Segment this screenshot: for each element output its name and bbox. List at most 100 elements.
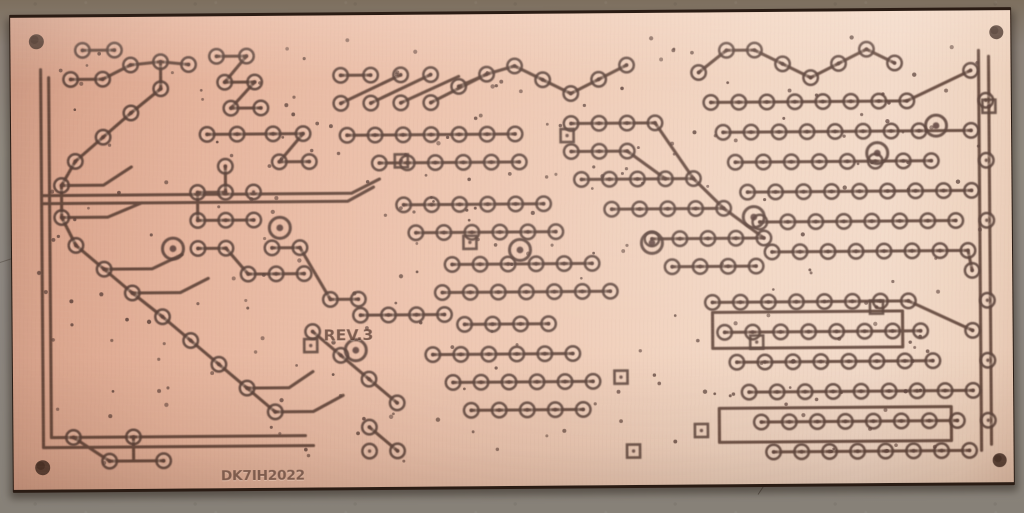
pcb-pad bbox=[824, 382, 842, 400]
pcb-pad bbox=[295, 265, 313, 283]
pcb-pad bbox=[270, 153, 288, 171]
pcb-pad bbox=[742, 123, 760, 141]
pcb-pad bbox=[506, 125, 524, 143]
pcb-pad bbox=[360, 370, 378, 388]
pcb-pad bbox=[572, 170, 590, 188]
pcb-pad bbox=[478, 65, 496, 83]
pcb-pad bbox=[479, 195, 497, 213]
pcb-pad bbox=[715, 199, 733, 217]
pcb-pad bbox=[899, 292, 917, 310]
pcb-pad bbox=[73, 41, 91, 59]
pcb-pad bbox=[263, 239, 281, 257]
pcb-pad bbox=[332, 94, 350, 112]
pcb-pad bbox=[961, 441, 979, 459]
pcb-pad bbox=[155, 452, 173, 470]
pcb-pad bbox=[828, 322, 846, 340]
pcb-pin1-square-pad bbox=[625, 443, 642, 459]
pcb-pad bbox=[864, 412, 882, 430]
pcb-pad bbox=[321, 290, 339, 308]
pcb-pad bbox=[730, 93, 748, 111]
pcb-pad bbox=[480, 345, 498, 363]
pcb-pad bbox=[826, 122, 844, 140]
pcb-pad bbox=[304, 323, 322, 341]
pcb-pad bbox=[849, 442, 867, 460]
pcb-pad bbox=[882, 122, 900, 140]
pcb-pad bbox=[264, 125, 282, 143]
pcb-pad bbox=[519, 223, 537, 241]
pcb-pad bbox=[810, 153, 828, 171]
pcb-pad bbox=[744, 323, 762, 341]
pcb-pad bbox=[471, 255, 489, 273]
pcb-pad bbox=[920, 412, 938, 430]
pcb-pad bbox=[228, 125, 246, 143]
pcb-pad bbox=[702, 93, 720, 111]
pcb-pad bbox=[936, 382, 954, 400]
pcb-pad bbox=[880, 382, 898, 400]
pcb-pad bbox=[238, 379, 256, 397]
pcb-pad bbox=[395, 196, 413, 214]
pcb-pad bbox=[574, 400, 592, 418]
pcb-pad bbox=[210, 355, 228, 373]
pcb-pad bbox=[546, 401, 564, 419]
pcb-pad bbox=[64, 428, 82, 446]
pcb-pad bbox=[843, 292, 861, 310]
pcb-pad bbox=[739, 183, 757, 201]
pcb-pad bbox=[361, 442, 379, 460]
pcb-pad bbox=[198, 125, 216, 143]
pcb-pad bbox=[222, 99, 240, 117]
pcb-pad bbox=[105, 41, 123, 59]
pcb-pad bbox=[905, 442, 923, 460]
pcb-pad bbox=[388, 394, 406, 412]
pcb-pad bbox=[590, 70, 608, 88]
pcb-pad bbox=[796, 383, 814, 401]
pcb-via bbox=[160, 236, 185, 261]
pcb-pad bbox=[94, 70, 112, 88]
pcb-pad bbox=[963, 261, 981, 279]
silkscreen-revision-label: REV.3 bbox=[323, 326, 374, 345]
pcb-pad bbox=[152, 53, 170, 71]
pcb-pad bbox=[490, 401, 508, 419]
pcb-pad bbox=[782, 153, 800, 171]
pcb-pad bbox=[768, 383, 786, 401]
pcb-pad bbox=[836, 412, 854, 430]
pcb-pad bbox=[245, 211, 263, 229]
pcb-pad bbox=[462, 401, 480, 419]
pcb-pad bbox=[472, 373, 490, 391]
pcb-pin1-square-pad bbox=[693, 422, 710, 439]
pcb-pad bbox=[408, 306, 426, 324]
pcb-pad bbox=[461, 283, 479, 301]
pcb-pad bbox=[180, 56, 198, 74]
pcb-pad bbox=[332, 66, 350, 84]
pcb-pad bbox=[443, 255, 461, 273]
pcb-pad bbox=[755, 229, 773, 247]
pcb-pad bbox=[852, 382, 870, 400]
pcb-pad bbox=[898, 92, 916, 110]
pcb-pad bbox=[933, 442, 951, 460]
pcb-pad bbox=[189, 211, 207, 229]
pcb-pad bbox=[772, 323, 790, 341]
pcb-pad bbox=[590, 142, 608, 160]
pcb-pad bbox=[451, 195, 469, 213]
pcb-pad bbox=[484, 315, 502, 333]
pcb-pad bbox=[868, 352, 886, 370]
pcb-pad bbox=[847, 242, 865, 260]
pcb-pad bbox=[423, 196, 441, 214]
pcb-pad bbox=[366, 126, 384, 144]
pcb-pad bbox=[819, 243, 837, 261]
pcb-pad bbox=[807, 213, 825, 231]
pcb-pad bbox=[62, 70, 80, 88]
pcb-pad bbox=[919, 212, 937, 230]
pcb-pad bbox=[842, 92, 860, 110]
pcb-pad bbox=[787, 293, 805, 311]
pcb-pad bbox=[217, 183, 235, 201]
pcb-pad bbox=[266, 403, 284, 421]
pcb-pad bbox=[426, 154, 444, 172]
pcb-pad bbox=[528, 373, 546, 391]
pcb-pad bbox=[731, 293, 749, 311]
pcb-pad bbox=[962, 61, 980, 79]
pcb-pad bbox=[512, 315, 530, 333]
pcb-via bbox=[639, 230, 664, 255]
pcb-pad bbox=[94, 128, 112, 146]
pcb-pad bbox=[245, 183, 263, 201]
